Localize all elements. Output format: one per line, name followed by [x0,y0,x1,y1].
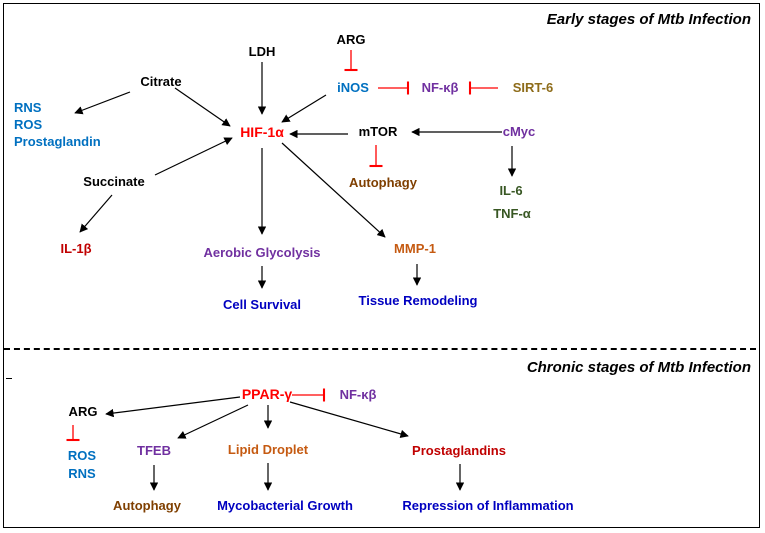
node-nfkb-chronic: NF-κβ [339,387,377,402]
node-rns-chronic: RNS [68,466,96,481]
node-citrate: Citrate [140,74,182,89]
node-il1b: IL-1β [60,241,92,256]
edge-inos-hif1a [281,94,327,123]
edge-succinate-il1b [79,194,113,233]
node-prostaglandins: Prostaglandins [412,443,506,458]
node-mycobacterial-growth: Mycobacterial Growth [217,498,353,513]
node-lipid-droplet: Lipid Droplet [227,442,309,457]
node-ldh: LDH [248,44,276,59]
node-autophagy-early: Autophagy [349,175,417,190]
edge-succinate-hif1a [154,137,233,176]
edge-pparg-prostaglandins [289,401,409,438]
node-aerobic-glycolysis: Aerobic Glycolysis [203,245,321,260]
edge-citrate-hif1a [174,87,231,127]
chronic-stage-title: Chronic stages of Mtb Infection [526,359,751,376]
node-arg-chronic: ARG [68,404,98,419]
node-ros-chronic: ROS [67,448,97,463]
node-ros-early: ROS [14,117,43,132]
node-cmyc: cMyc [502,124,536,139]
node-tfeb: TFEB [137,443,171,458]
edge-pparg-tfeb [177,404,249,439]
node-pparg: PPAR-γ [241,386,293,402]
diagram-frame [3,3,760,528]
node-repression-inflammation: Repression of Inflammation [402,498,574,513]
node-mtor: mTOR [358,124,398,139]
stray-mark [6,378,12,379]
node-cell-survival: Cell Survival [222,297,302,312]
node-rns-early: RNS [14,100,42,115]
node-nfkb-early: NF-κβ [421,80,459,95]
node-arg-early: ARG [336,32,366,47]
node-autophagy-chronic: Autophagy [113,498,181,513]
node-tissue-remodeling: Tissue Remodeling [358,293,478,308]
edge-hif1a-mmp1 [281,142,386,238]
node-succinate: Succinate [83,174,145,189]
node-il6: IL-6 [499,183,523,198]
edge-pparg-arg [105,396,241,418]
stage-divider [4,348,756,350]
edge-citrate-rns [74,91,131,115]
early-stage-title: Early stages of Mtb Infection [546,11,751,28]
node-sirt6: SIRT-6 [512,80,554,95]
node-hif1a: HIF-1α [240,124,284,140]
node-inos: iNOS [337,80,369,95]
node-mmp1: MMP-1 [394,241,436,256]
node-prostaglandin: Prostaglandin [14,134,101,149]
node-tnfa: TNF-α [493,206,531,221]
